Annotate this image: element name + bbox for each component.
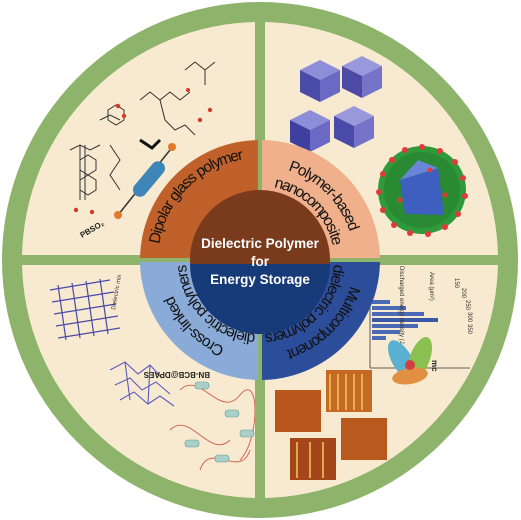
- svg-text:350: 350: [466, 324, 472, 335]
- chart-y-label: Discharged energy density (J cm⁻³): [398, 266, 404, 361]
- red-oxygen-atoms: [73, 88, 213, 215]
- micrograph-stripes: [296, 374, 363, 478]
- mc-label: mc: [430, 360, 439, 372]
- svg-text:300: 300: [466, 312, 472, 323]
- core-shell-nanosphere: [378, 146, 466, 234]
- sphere-surface-dots: [376, 144, 468, 237]
- bn-bcb-label: BN-BCB@DPAES: [143, 370, 210, 379]
- center-lower-half: [190, 264, 330, 334]
- dipole-capsule: [114, 138, 176, 219]
- chart-x-label: Area (μm²): [428, 272, 434, 301]
- chain-segments: [184, 381, 255, 463]
- center-title-line2: for: [251, 254, 270, 269]
- crosslinked-network-cluster: [109, 361, 175, 407]
- svg-text:250: 250: [464, 300, 470, 311]
- center-title-line3: Energy Storage: [210, 272, 310, 287]
- crosslinked-network-grid: [49, 278, 121, 341]
- chart-tick-labels: 150 200 250 300 350: [453, 278, 472, 335]
- center-title-line1: Dielectric Polymer: [201, 236, 320, 251]
- flower-structure: [388, 337, 433, 385]
- svg-text:150: 150: [453, 278, 459, 289]
- svg-text:200: 200: [460, 288, 466, 299]
- benzene-rings: [79, 104, 125, 196]
